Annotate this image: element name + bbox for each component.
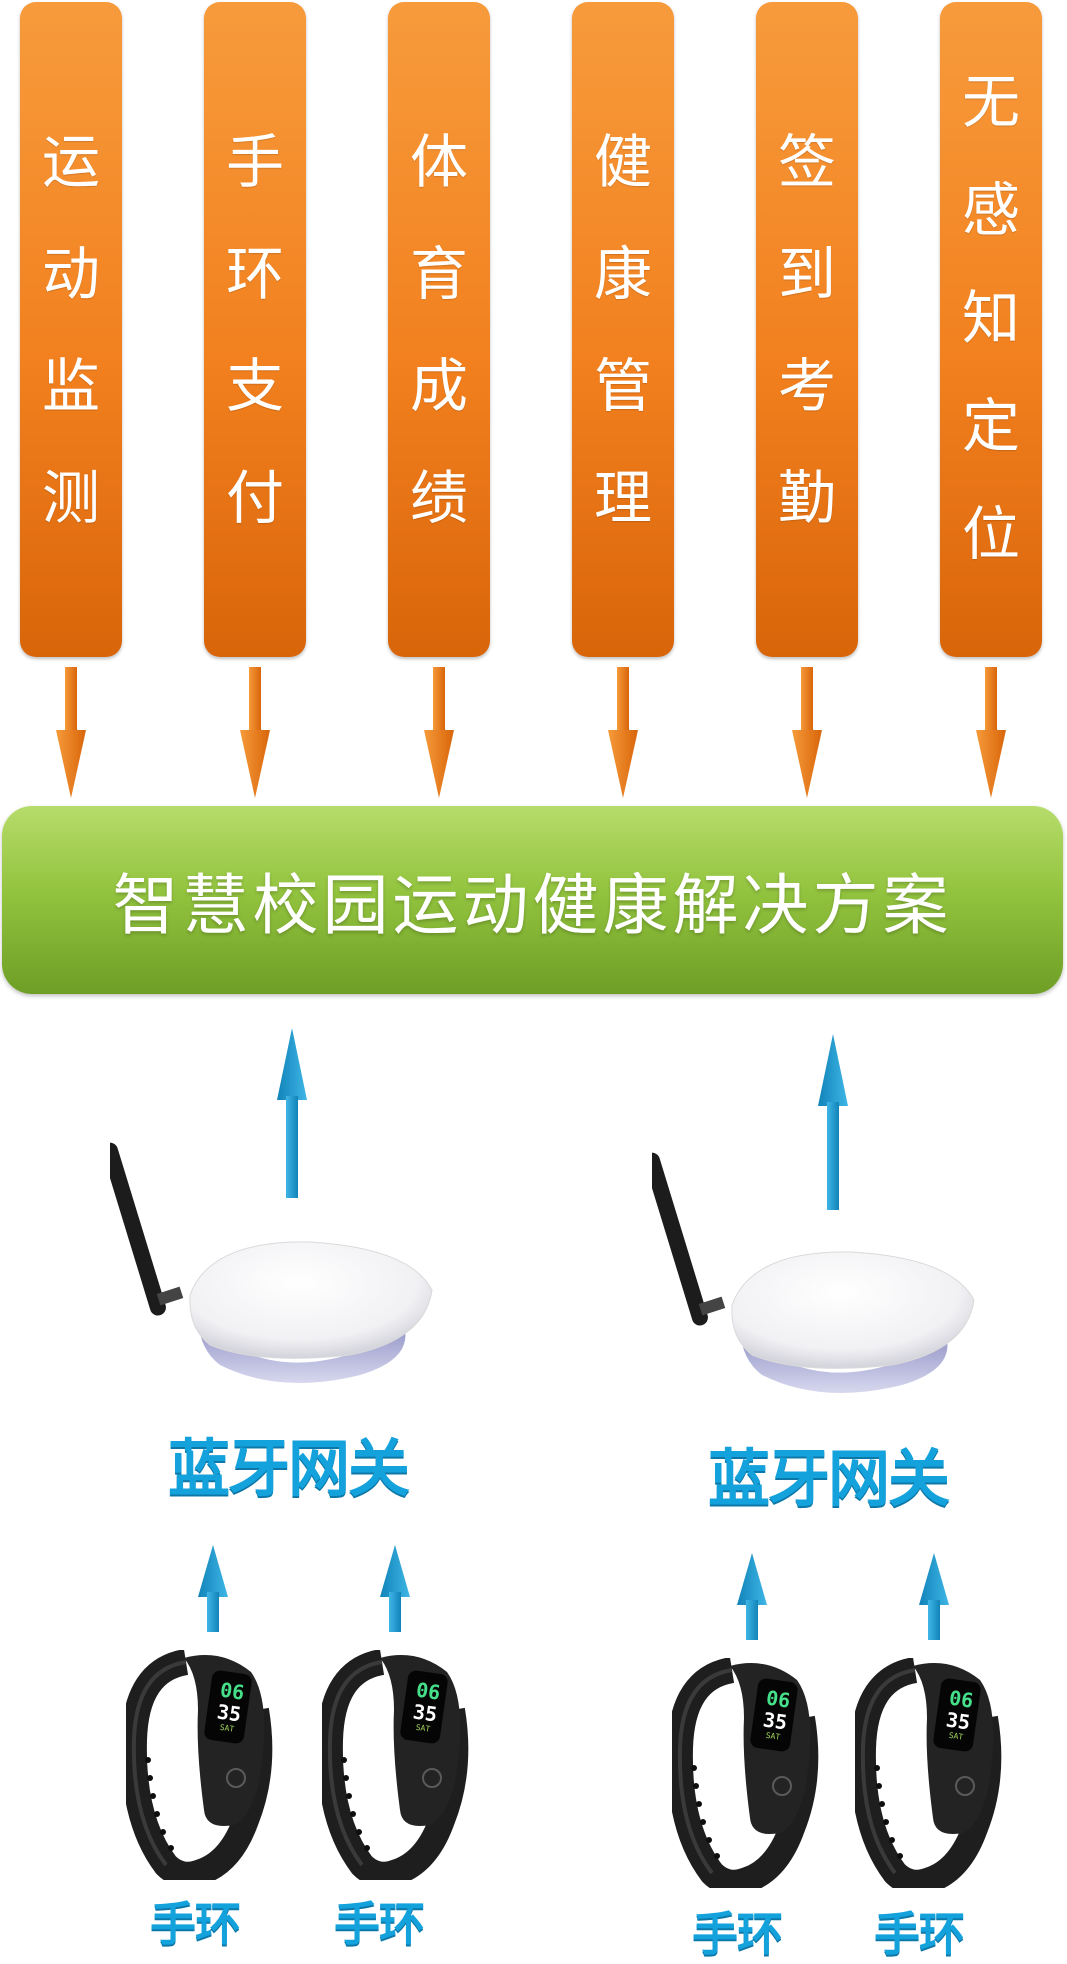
feature-char: 手 <box>225 127 284 196</box>
feature-char: 无 <box>961 68 1020 136</box>
bracelet-label: 手环 <box>692 1907 783 1961</box>
feature-char: 健 <box>593 127 652 196</box>
feature-char: 管 <box>593 351 652 420</box>
smart-bracelet-icon: 06 35 SAT <box>126 1650 276 1880</box>
up-arrow-icon <box>919 1553 949 1640</box>
feature-char: 支 <box>225 351 284 420</box>
up-arrow-icon <box>380 1545 410 1632</box>
feature-char: 位 <box>961 500 1020 568</box>
solution-banner: 智慧校园运动健康解决方案 <box>2 806 1063 994</box>
down-arrow-icon <box>608 667 638 798</box>
feature-char: 知 <box>961 284 1020 352</box>
feature-char: 环 <box>225 239 284 308</box>
feature-char: 感 <box>961 176 1020 244</box>
bracelet-label: 手环 <box>334 1897 425 1951</box>
feature-char: 测 <box>41 463 100 532</box>
down-arrow-icon <box>56 667 86 798</box>
feature-char: 付 <box>225 463 284 532</box>
feature-motion-monitoring: 运 动 监 测 <box>20 2 122 657</box>
feature-seamless-positioning: 无 感 知 定 位 <box>940 2 1042 657</box>
feature-char: 勤 <box>777 463 836 532</box>
bracelet-label: 手环 <box>150 1897 241 1951</box>
feature-char: 定 <box>961 392 1020 460</box>
down-arrow-icon <box>792 667 822 798</box>
bluetooth-gateway-icon <box>652 1152 975 1393</box>
feature-char: 体 <box>409 127 468 196</box>
gateway-label: 蓝牙网关 <box>708 1442 950 1515</box>
feature-sports-scores: 体 育 成 绩 <box>388 2 490 657</box>
smart-bracelet-icon: 06 35 SAT <box>322 1650 472 1880</box>
feature-char: 考 <box>777 351 836 420</box>
bracelet-label: 手环 <box>874 1907 965 1961</box>
bluetooth-gateway-icon <box>110 1142 433 1383</box>
feature-char: 动 <box>41 239 100 308</box>
smart-bracelet-icon: 06 35 SAT <box>855 1658 1005 1888</box>
feature-health-management: 健 康 管 理 <box>572 2 674 657</box>
down-arrow-icon <box>424 667 454 798</box>
down-arrow-icon <box>240 667 270 798</box>
feature-char: 成 <box>409 351 468 420</box>
down-arrow-icon <box>976 667 1006 798</box>
feature-char: 康 <box>593 239 652 308</box>
gateway-label: 蓝牙网关 <box>168 1432 410 1505</box>
up-arrow-icon <box>737 1553 767 1640</box>
feature-char: 监 <box>41 351 100 420</box>
feature-band-payment: 手 环 支 付 <box>204 2 306 657</box>
feature-char: 运 <box>41 127 100 196</box>
feature-char: 到 <box>777 239 836 308</box>
feature-char: 签 <box>777 127 836 196</box>
up-arrow-icon <box>198 1545 228 1632</box>
feature-char: 育 <box>409 239 468 308</box>
smart-bracelet-icon: 06 35 SAT <box>672 1658 822 1888</box>
feature-char: 理 <box>593 463 652 532</box>
feature-attendance: 签 到 考 勤 <box>756 2 858 657</box>
solution-title: 智慧校园运动健康解决方案 <box>112 867 953 944</box>
feature-char: 绩 <box>409 463 468 532</box>
